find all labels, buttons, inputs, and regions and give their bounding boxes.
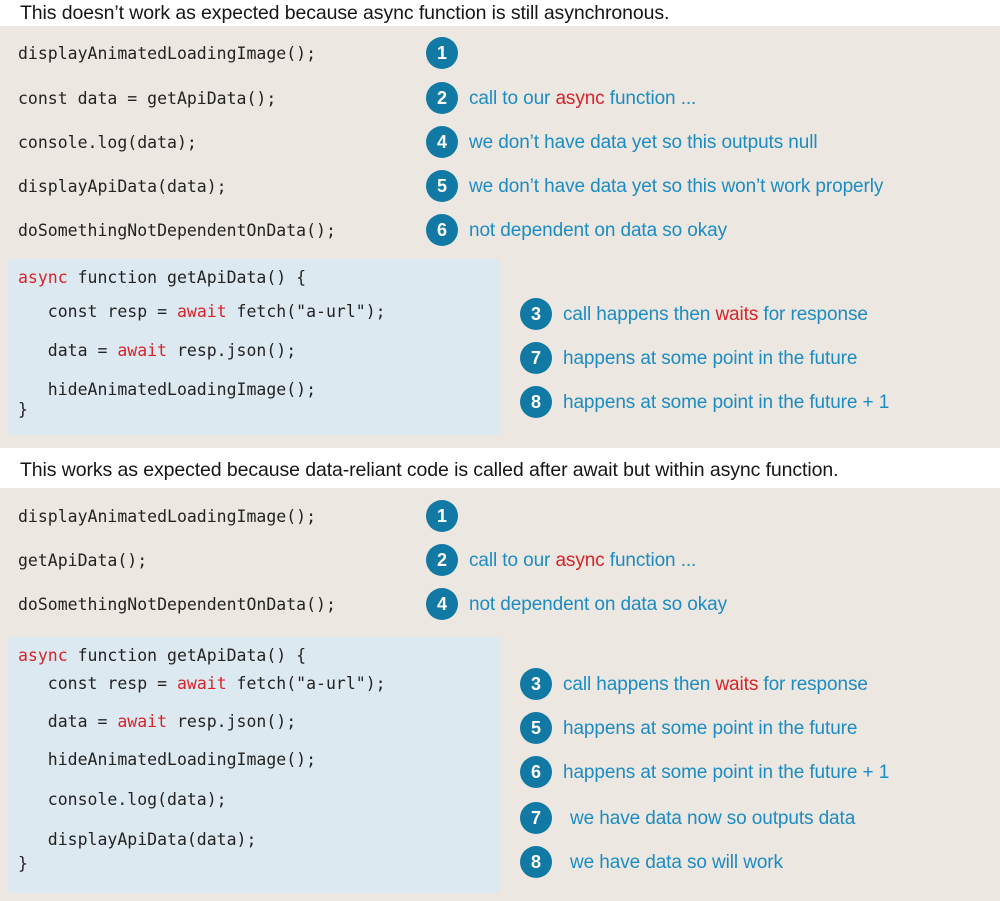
annotation-note: happens at some point in the future	[563, 348, 858, 369]
code-line: displayApiData(data);	[18, 830, 257, 849]
keyword-await: await	[117, 712, 168, 731]
step-badge: 6	[426, 214, 458, 246]
annotation-note: call to our async function ...	[469, 88, 696, 110]
code-line: doSomethingNotDependentOnData();	[18, 595, 336, 614]
code-line: }	[18, 400, 28, 419]
code-text: const resp =	[18, 302, 177, 321]
step-badge: 2	[426, 544, 458, 576]
keyword-await: await	[176, 302, 227, 321]
code-line: const resp = await fetch("a-url");	[18, 674, 386, 693]
code-line: hideAnimatedLoadingImage();	[18, 380, 317, 399]
annotation-note: we don’t have data yet so this outputs n…	[469, 132, 818, 153]
step-badge: 7	[520, 342, 552, 374]
keyword-async: async	[555, 550, 605, 571]
keyword-waits: waits	[715, 674, 759, 695]
annotation-note: call happens then waits for response	[563, 304, 868, 326]
note-text-part: call to our	[469, 550, 556, 571]
annotation-note: happens at some point in the future	[563, 718, 858, 739]
step-badge: 3	[520, 298, 552, 330]
code-line: data = await resp.json();	[18, 341, 296, 360]
keyword-await: await	[117, 341, 168, 360]
step-badge: 6	[520, 756, 552, 788]
code-line: console.log(data);	[18, 790, 227, 809]
note-text-part: for response	[758, 304, 868, 325]
annotation-note: we don’t have data yet so this won’t wor…	[469, 176, 884, 197]
step-badge: 8	[520, 386, 552, 418]
section-2-heading: This works as expected because data-reli…	[20, 459, 839, 481]
code-text: fetch("a-url");	[226, 302, 386, 321]
annotation-note: we have data so will work	[570, 852, 783, 873]
code-line: displayAnimatedLoadingImage();	[18, 507, 317, 526]
code-line: const resp = await fetch("a-url");	[18, 302, 386, 321]
code-text: data =	[18, 712, 118, 731]
code-text: function getApiData() {	[67, 268, 307, 287]
code-line: const data = getApiData();	[18, 89, 277, 108]
annotation-note: call happens then waits for response	[563, 674, 868, 696]
annotation-note: happens at some point in the future + 1	[563, 762, 890, 783]
code-line: }	[18, 854, 28, 873]
step-badge: 4	[426, 588, 458, 620]
code-text: resp.json();	[167, 712, 297, 731]
code-line: getApiData();	[18, 551, 148, 570]
step-badge: 5	[426, 170, 458, 202]
step-badge: 1	[426, 37, 458, 69]
step-badge: 8	[520, 846, 552, 878]
keyword-async: async	[555, 88, 605, 109]
code-line: hideAnimatedLoadingImage();	[18, 750, 317, 769]
step-badge: 1	[426, 500, 458, 532]
section-1-heading: This doesn’t work as expected because as…	[20, 2, 670, 24]
step-badge: 3	[520, 668, 552, 700]
step-badge: 4	[426, 126, 458, 158]
code-line: async function getApiData() {	[18, 646, 306, 665]
keyword-waits: waits	[715, 304, 759, 325]
keyword-await: await	[176, 674, 227, 693]
note-text-part: for response	[758, 674, 868, 695]
annotation-note: happens at some point in the future + 1	[563, 392, 890, 413]
code-line: doSomethingNotDependentOnData();	[18, 221, 336, 240]
code-text: function getApiData() {	[67, 646, 307, 665]
async-function-code-block-2	[8, 637, 500, 893]
code-line: displayAnimatedLoadingImage();	[18, 44, 317, 63]
step-badge: 7	[520, 802, 552, 834]
code-text: const resp =	[18, 674, 177, 693]
async-function-code-block-1	[8, 259, 500, 435]
annotation-note: not dependent on data so okay	[469, 220, 728, 241]
note-text-part: function ...	[604, 550, 697, 571]
note-text-part: call happens then	[563, 304, 716, 325]
note-text-part: function ...	[604, 88, 697, 109]
annotation-note: we have data now so outputs data	[570, 808, 856, 829]
code-text: resp.json();	[167, 341, 297, 360]
code-line: async function getApiData() {	[18, 268, 306, 287]
annotation-note: not dependent on data so okay	[469, 594, 728, 615]
keyword-async: async	[18, 646, 68, 665]
code-line: console.log(data);	[18, 133, 197, 152]
keyword-async: async	[18, 268, 68, 287]
step-badge: 2	[426, 82, 458, 114]
step-badge: 5	[520, 712, 552, 744]
code-line: displayApiData(data);	[18, 177, 227, 196]
code-line: data = await resp.json();	[18, 712, 296, 731]
code-text: data =	[18, 341, 118, 360]
note-text-part: call happens then	[563, 674, 716, 695]
note-text-part: call to our	[469, 88, 556, 109]
annotation-note: call to our async function ...	[469, 550, 696, 572]
code-text: fetch("a-url");	[226, 674, 386, 693]
